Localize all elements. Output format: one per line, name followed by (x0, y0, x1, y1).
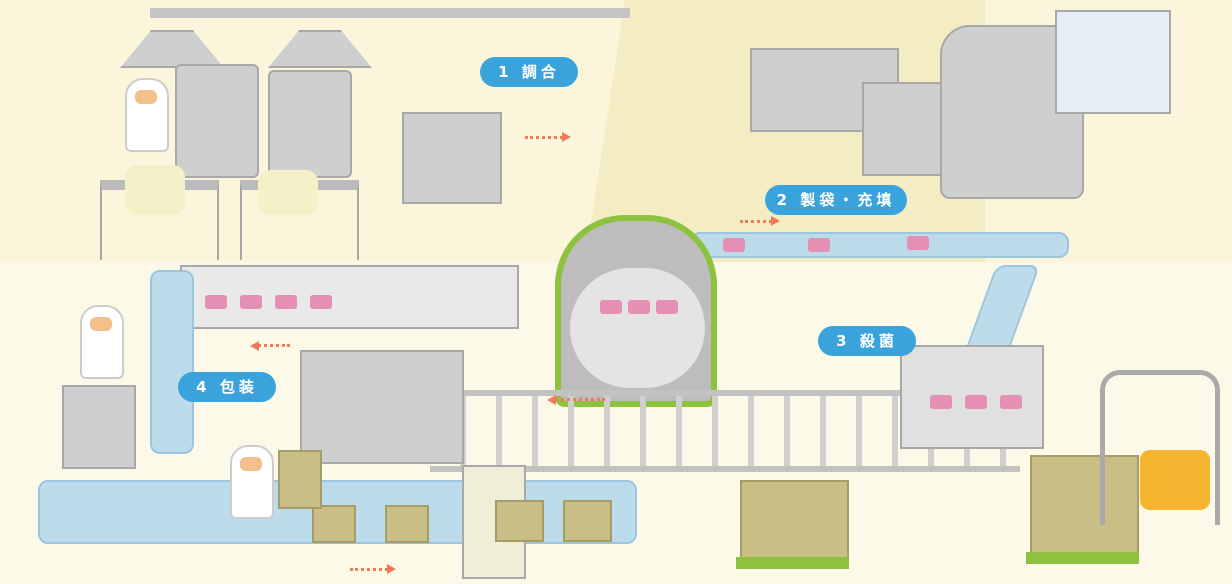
pouch (310, 295, 332, 309)
pallet (736, 557, 849, 569)
control-cabinet (862, 82, 944, 176)
forklift-body (1140, 450, 1210, 510)
flow-arrow (258, 344, 290, 347)
conveyor-packing-left (150, 270, 194, 454)
carton (385, 505, 429, 543)
flow-arrow (525, 132, 571, 142)
pouch (930, 395, 952, 409)
flour-sack (258, 170, 318, 215)
cooling-rack (180, 265, 519, 329)
flour-sack (125, 165, 185, 215)
mixing-hood-2 (268, 30, 372, 68)
step-label-3: 3 殺菌 (818, 326, 916, 356)
pouch (205, 295, 227, 309)
carton (495, 500, 544, 542)
tray-stack (300, 350, 464, 464)
step-label-4: 4 包装 (178, 372, 276, 402)
step-label-2: 2 製袋・充填 (765, 185, 907, 215)
worker-mixing (125, 78, 169, 152)
carton (563, 500, 612, 542)
flow-arrow (555, 398, 605, 401)
mixing-tank-1 (175, 64, 259, 178)
pouch (240, 295, 262, 309)
pallet-load (740, 480, 849, 559)
pouch (656, 300, 678, 314)
duct (150, 8, 630, 18)
heater-unit (402, 112, 502, 204)
output-rack (1055, 10, 1171, 114)
pouch (723, 238, 745, 252)
pallet-load (1030, 455, 1139, 554)
mixing-tank-2 (268, 70, 352, 178)
step-label-1: 1 調合 (480, 57, 578, 87)
pallet (1026, 552, 1139, 564)
retort-door (570, 268, 705, 388)
mixing-hood-1 (120, 30, 224, 68)
pouch (275, 295, 297, 309)
pouch (600, 300, 622, 314)
pouch (907, 236, 929, 250)
pouch (628, 300, 650, 314)
pouch (1000, 395, 1022, 409)
worker-packing-1 (80, 305, 124, 379)
carton (278, 450, 322, 509)
conveyor-filling (690, 232, 1069, 258)
pouch (965, 395, 987, 409)
x-ray-inspector (62, 385, 136, 469)
carton (312, 505, 356, 543)
flow-arrow (350, 564, 396, 574)
flow-arrow (740, 216, 780, 226)
pouch (808, 238, 830, 252)
forklift (1100, 370, 1220, 525)
worker-packing-2 (230, 445, 274, 519)
